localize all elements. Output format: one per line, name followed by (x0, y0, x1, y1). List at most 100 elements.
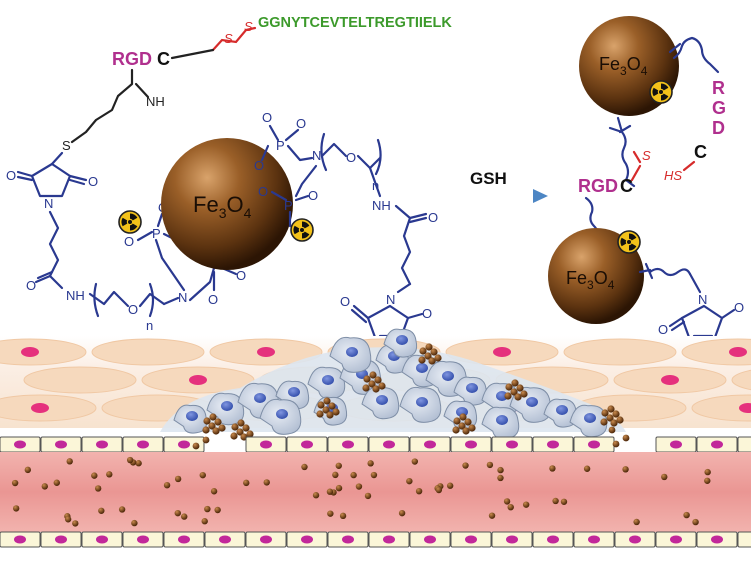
nanoparticle-dot (520, 390, 528, 398)
tumor-nucleus (288, 387, 300, 397)
nanoparticle-dot (326, 411, 334, 419)
nanoparticle-dot (516, 384, 524, 392)
nanoparticle-dot (214, 418, 222, 426)
vessel-nanoparticle (201, 518, 208, 525)
nanoparticle-dot (231, 423, 239, 431)
vessel-nanoparticle (622, 466, 629, 473)
nanoparticle-dot (203, 417, 211, 425)
endothelial-cell (81, 531, 123, 548)
nanoparticle-dot (607, 405, 615, 413)
tumor-nucleus (376, 395, 388, 405)
vessel-nanoparticle (522, 501, 530, 508)
fe3o4-label-main: Fe3O4 (193, 192, 252, 221)
vessel-nanoparticle (497, 474, 504, 482)
tumor-nucleus (346, 347, 358, 357)
endothelial-cell (491, 531, 533, 548)
tissue-scene (0, 328, 751, 561)
oxygen-label-h: O (346, 150, 356, 165)
amide-nh-label-right: NH (372, 198, 391, 213)
vessel-nanoparticle (370, 471, 378, 479)
reaction-arrow: GSH (456, 169, 548, 203)
vessel-nanoparticle (181, 513, 188, 520)
blood-vessel (0, 452, 751, 532)
amide-nh-label-left: NH (66, 288, 85, 303)
nanoparticle-dot (316, 410, 324, 418)
vessel-nanoparticle (332, 471, 339, 479)
tumor-nucleus (221, 401, 233, 411)
endothelial-cell (573, 436, 615, 453)
extravasating-nanoparticle (612, 440, 620, 448)
nanoparticle-dot (230, 432, 238, 440)
vessel-nanoparticle (661, 473, 668, 481)
vessel-nanoparticle (583, 465, 591, 472)
endothelial-cell (737, 436, 751, 453)
endothelial-cell (614, 531, 656, 548)
nanoparticle-dot (237, 419, 245, 427)
oxygen-anion-a: O (124, 234, 134, 249)
vessel-nanoparticle (72, 520, 79, 527)
tumor-nucleus (496, 415, 508, 425)
vessel-nanoparticle (41, 483, 48, 490)
nanoparticle-dot (363, 375, 371, 383)
endothelial-cell (245, 531, 287, 548)
vessel-nanoparticle (411, 458, 419, 465)
endothelial-cell (0, 531, 41, 548)
cys-label-right: C (694, 142, 707, 162)
tumor-nucleus (322, 375, 334, 385)
vessel-nanoparticle (435, 486, 443, 494)
nanoparticle-dot (462, 427, 470, 435)
nanoparticle-dot (464, 418, 472, 426)
nanoparticle-dot (606, 414, 614, 422)
peptide-sequence: GGNYTCEVTELTREGTIIELK (258, 15, 452, 31)
endothelial-cell (409, 531, 451, 548)
tumor-nucleus (416, 363, 428, 373)
nanoparticle-dot (600, 418, 608, 426)
vessel-nanoparticle (327, 510, 334, 517)
oxygen-label-b: O (6, 168, 16, 183)
tumor-nucleus (186, 411, 198, 421)
reaction-arrow-icon (533, 189, 548, 203)
vessel-nanoparticle (12, 505, 20, 512)
vessel-nanoparticle (488, 512, 496, 519)
endothelial-cell (573, 531, 615, 548)
vessel-nanoparticle (692, 518, 699, 526)
extravasating-nanoparticle (192, 442, 200, 450)
vessel-nanoparticle (326, 488, 334, 495)
stromal-cell (91, 338, 205, 366)
nanoparticle-dot (430, 348, 438, 356)
radioactive-icon (118, 210, 142, 234)
stromal-cell (691, 394, 751, 422)
vessel-nanoparticle (497, 466, 504, 474)
endothelial-cell (696, 436, 738, 453)
vessel-nanoparticle (350, 471, 357, 479)
endothelial-cell (286, 436, 328, 453)
nanoparticle-dot (372, 385, 380, 393)
nanoparticle-dot (362, 384, 370, 392)
cys-label-left: C (157, 49, 170, 69)
endothelial-cell (81, 436, 123, 453)
vessel-nanoparticle (503, 498, 511, 505)
oxygen-anion-d: O (208, 292, 218, 307)
oxygen-anion-f: O (254, 158, 264, 173)
vessel-nanoparticle (214, 506, 221, 514)
right-conjugate: O P O O N P O O O n NH O N O (254, 110, 438, 342)
oxygen-label-f: O (236, 268, 246, 283)
vessel-nanoparticle (91, 472, 98, 479)
nitrogen-label-d: N (386, 292, 395, 307)
extravasating-nanoparticle (202, 436, 210, 444)
disulfide-s2: S (244, 19, 253, 34)
nanoparticle-dot (317, 401, 325, 409)
vessel-nanoparticle (106, 471, 113, 478)
vessel-nanoparticle (118, 506, 126, 513)
vessel-nanoparticle (462, 462, 469, 469)
oxygen-label-a: O (88, 174, 98, 189)
vessel-nanoparticle (339, 512, 347, 520)
stromal-nucleus (493, 347, 511, 357)
oxygen-label-d: O (128, 302, 138, 317)
rgd-label-mid: RGD (578, 176, 618, 196)
tumor-nucleus (526, 397, 538, 407)
endothelial-cell (122, 531, 164, 548)
endothelial-cell (696, 531, 738, 548)
nanoparticle-dot (369, 371, 377, 379)
nanoparticle-dot (434, 354, 442, 362)
